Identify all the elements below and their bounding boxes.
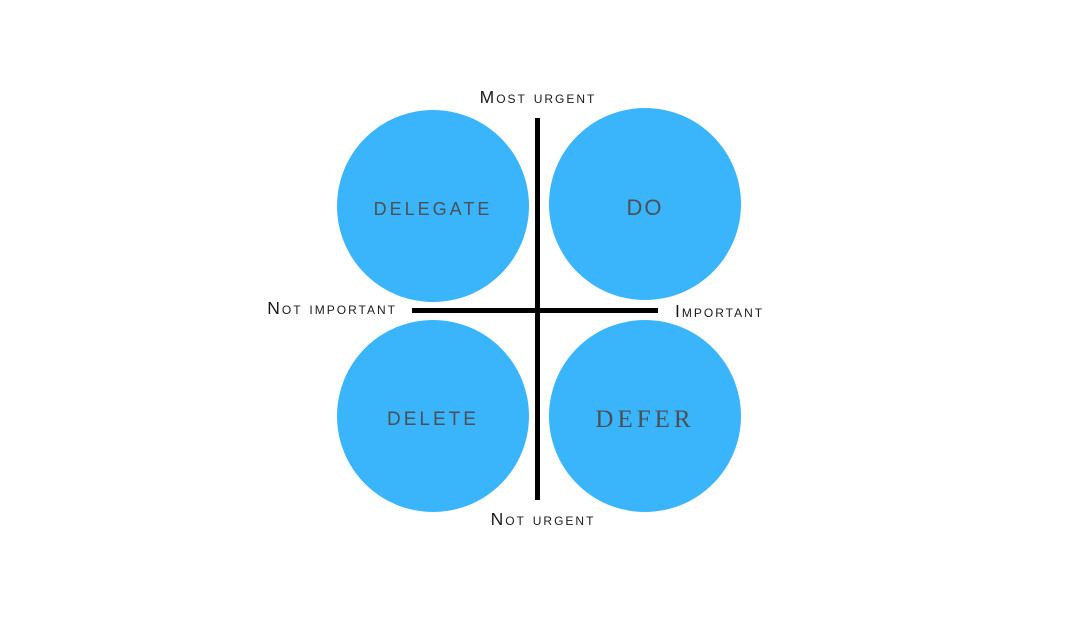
axis-label-important: Important: [675, 301, 765, 321]
quadrant-label-delegate: Delegate: [373, 190, 493, 221]
axis-label-most-urgent: Most Urgent: [479, 87, 597, 107]
quadrant-circle-delegate: Delegate: [337, 110, 529, 302]
quadrant-label-delete: Delete: [387, 400, 479, 431]
quadrant-circle-defer: Defer: [549, 320, 741, 512]
quadrant-label-defer: Defer: [595, 396, 695, 435]
quadrant-circle-delete: Delete: [337, 320, 529, 512]
importance-axis-line: [412, 308, 658, 313]
axis-label-not-urgent: Not Urgent: [490, 509, 596, 529]
quadrant-circle-do: Do: [549, 108, 741, 300]
axis-label-not-important: Not Important: [267, 298, 397, 318]
quadrant-label-do: Do: [626, 185, 664, 222]
